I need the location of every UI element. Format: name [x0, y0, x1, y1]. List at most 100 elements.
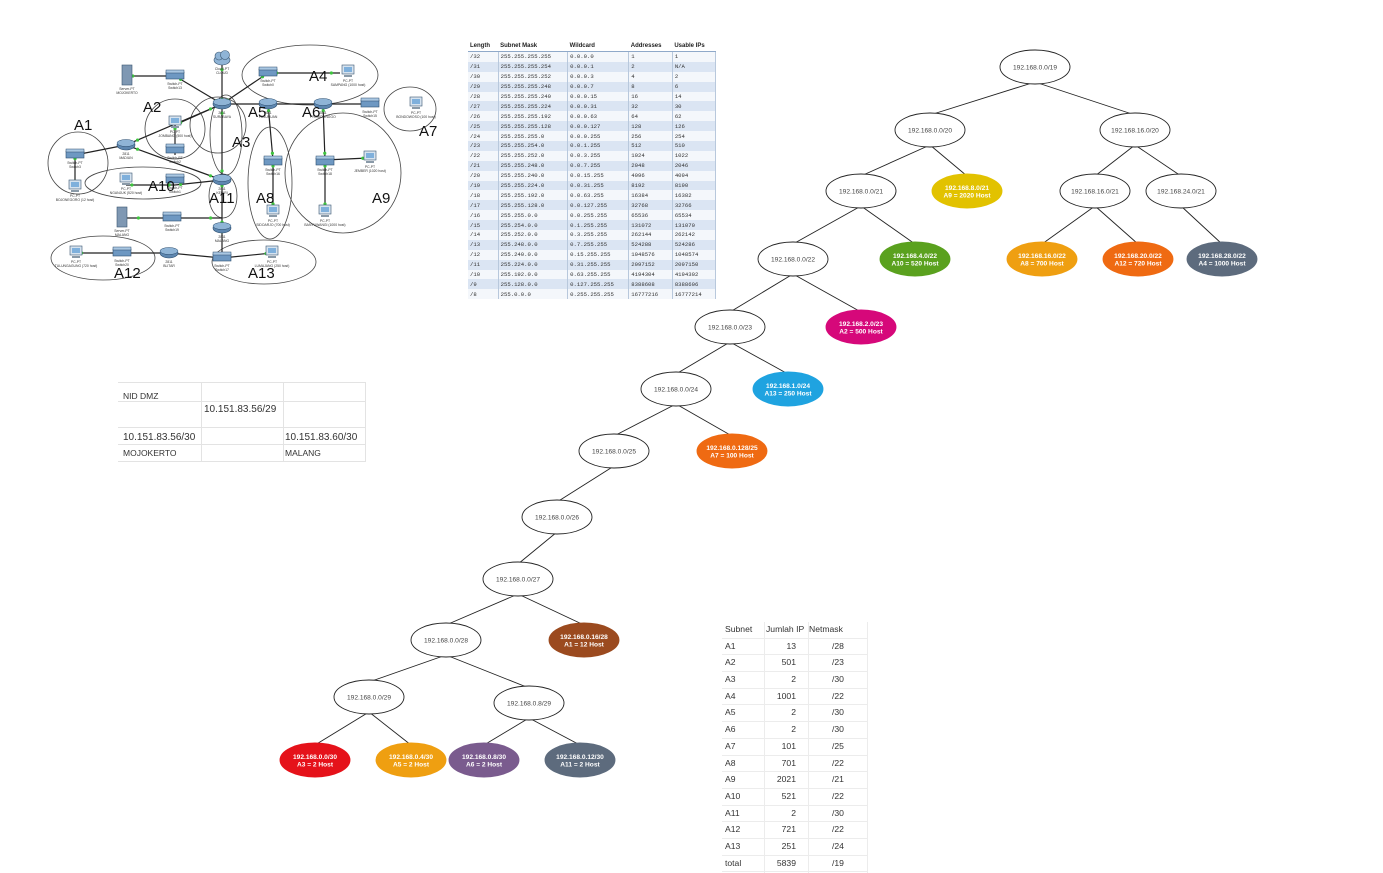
grid-line	[118, 444, 366, 445]
mask-table-cell: 255.248.0.0	[498, 239, 569, 250]
router-icon[interactable]	[212, 98, 232, 110]
network-link	[174, 75, 223, 105]
summary-jumlah-ip: 2	[791, 807, 796, 818]
server-icon[interactable]	[121, 64, 133, 86]
mask-table-cell: 126	[672, 121, 717, 132]
tree-node-hosts: A7 = 100 Host	[710, 453, 754, 460]
summary-subnet: A5	[725, 707, 736, 718]
tree-node-subnet: 192.168.16.0/21	[1071, 189, 1119, 196]
link-status-dot	[321, 109, 325, 113]
pc-icon[interactable]	[265, 245, 279, 258]
area-label: A2	[143, 99, 161, 116]
switch-icon[interactable]	[162, 211, 182, 222]
tree-node-subnet: 192.168.0.128/25	[706, 445, 758, 452]
pc-icon[interactable]	[119, 172, 133, 185]
dmz-left-city: MOJOKERTO	[123, 448, 177, 458]
tree-node-subnet: 192.168.0.0/26	[535, 515, 579, 522]
pc-icon[interactable]	[69, 245, 83, 258]
mask-table-header-cell: Subnet Mask	[498, 40, 568, 52]
switch-icon[interactable]	[112, 246, 132, 257]
tree-node-subnet: 192.168.0.0/21	[839, 189, 883, 196]
tree-node-ellipse	[999, 49, 1071, 85]
mask-table-cell: 2048	[628, 160, 673, 171]
mask-table-cell: 255.255.255.0	[498, 131, 569, 142]
dmz-right-subnet: 10.151.83.60/30	[285, 432, 358, 443]
switch-icon[interactable]	[360, 97, 380, 108]
switch-icon[interactable]	[165, 173, 185, 184]
switch-icon[interactable]	[263, 155, 283, 166]
router-icon[interactable]	[212, 174, 232, 186]
mask-table-cell: /32	[468, 51, 499, 62]
pc-icon[interactable]	[409, 96, 423, 109]
summary-jumlah-ip: 101	[781, 740, 796, 751]
switch-icon[interactable]	[65, 148, 85, 159]
summary-netmask: /22	[832, 690, 844, 701]
link-status-dot	[323, 151, 327, 155]
mask-table-cell: 0.0.127.255	[567, 200, 630, 211]
summary-netmask: /22	[832, 757, 844, 768]
summary-subnet: A7	[725, 740, 736, 751]
mask-table-cell: 1048576	[628, 249, 673, 260]
mask-table-cell: 0.0.0.63	[567, 111, 630, 122]
cloud-icon[interactable]	[213, 50, 231, 66]
router-icon[interactable]	[258, 98, 278, 110]
switch-icon[interactable]	[165, 143, 185, 154]
tree-node-ellipse	[640, 371, 712, 407]
switch-icon[interactable]	[212, 251, 232, 262]
link-status-dot	[130, 183, 134, 187]
pc-icon[interactable]	[341, 64, 355, 77]
link-status-dot	[135, 138, 140, 142]
summary-jumlah-ip: 701	[781, 757, 796, 768]
mask-table-cell: 255.192.0.0	[498, 269, 569, 280]
tree-node-hosts: A11 = 2 Host	[560, 762, 600, 769]
mask-table-cell: 128	[628, 121, 673, 132]
summary-netmask: /23	[832, 657, 844, 668]
grid-line	[118, 401, 366, 402]
pc-icon[interactable]	[266, 204, 280, 217]
tree-node-ellipse	[279, 742, 351, 778]
area-ellipse	[211, 239, 317, 285]
grid-line	[118, 382, 366, 383]
mask-table-cell: /17	[468, 200, 499, 211]
pc-icon[interactable]	[168, 115, 182, 128]
switch-icon[interactable]	[315, 155, 335, 166]
tree-node: 192.168.16.0/20	[1099, 112, 1171, 148]
router-icon[interactable]	[159, 247, 179, 259]
mask-table-cell: /13	[468, 239, 499, 250]
mask-table-cell: /25	[468, 121, 499, 132]
router-icon[interactable]	[313, 98, 333, 110]
mask-table-cell: 255.255.254.0	[498, 141, 569, 151]
mask-table-cell: 0.0.15.255	[567, 170, 630, 181]
switch-icon[interactable]	[258, 66, 278, 77]
tree-node-ellipse	[752, 371, 824, 407]
router-icon[interactable]	[212, 222, 232, 234]
area-label: A10	[148, 178, 175, 195]
router-icon[interactable]	[116, 139, 136, 151]
pc-icon[interactable]	[363, 150, 377, 163]
summary-jumlah-ip: 1001	[776, 690, 796, 701]
mask-table-cell: 0.0.0.7	[567, 81, 630, 92]
tree-node-subnet: 192.168.20.0/22	[1114, 253, 1162, 260]
pc-icon[interactable]	[318, 204, 332, 217]
mask-table-cell: 255.255.255.248	[498, 81, 569, 92]
server-icon[interactable]	[116, 206, 128, 228]
tree-edge	[729, 273, 794, 313]
tree-edge	[1034, 81, 1136, 116]
tree-edge	[483, 717, 530, 746]
tree-node-hosts: A9 = 2020 Host	[943, 193, 991, 200]
switch-icon[interactable]	[165, 69, 185, 80]
tree-node-ellipse	[757, 241, 829, 277]
pc-icon[interactable]	[68, 179, 82, 192]
dmz-left-subnet: 10.151.83.56/30	[123, 432, 196, 443]
mask-table-cell: 255.255.255.224	[498, 101, 569, 112]
